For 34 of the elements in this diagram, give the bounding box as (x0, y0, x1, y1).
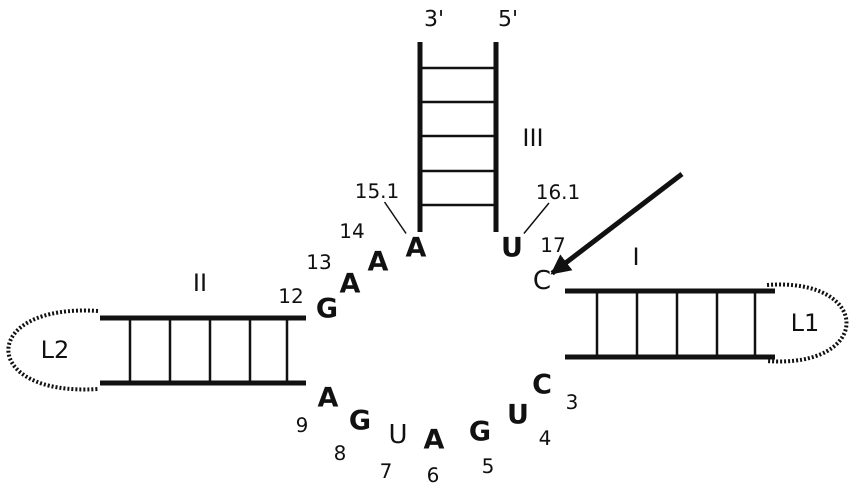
position-number: 9 (296, 415, 308, 435)
position-number: 12 (278, 286, 304, 306)
stem-label: I (632, 245, 640, 269)
nucleotide-letter: U (501, 234, 523, 262)
stem-label: II (192, 271, 208, 295)
nucleotide-letter: A (318, 384, 338, 412)
nucleotide-letter: U (388, 422, 408, 448)
cleavage-arrow (550, 172, 684, 276)
nucleotide-letter: A (340, 270, 360, 298)
position-number: 4 (538, 428, 552, 448)
nucleotide-letter: G (348, 408, 372, 434)
position-number: 17 (540, 235, 566, 255)
position-number: 5 (482, 456, 494, 476)
position-number: 15.1 (354, 181, 400, 201)
nucleotide-letter: G (468, 418, 492, 446)
strand-end-label: 5' (498, 9, 518, 31)
position-number: 3 (566, 392, 578, 412)
position-number: 16.1 (536, 182, 580, 202)
leader-line (523, 202, 550, 234)
nucleotide-letter: A (406, 234, 426, 262)
leader-line (384, 202, 407, 234)
position-number: 6 (426, 465, 440, 485)
nucleotide-letter: G (316, 296, 338, 322)
nucleotide-letter: A (368, 248, 388, 276)
position-number: 8 (334, 443, 346, 463)
stem-label: III (522, 126, 544, 150)
position-number: 13 (306, 252, 332, 272)
position-number: 14 (339, 221, 365, 241)
nucleotide-letter: A (424, 426, 444, 454)
nucleotide-letter: U (507, 402, 529, 428)
nucleotide-letter: C (532, 372, 552, 398)
strand-end-label: 3' (424, 9, 444, 31)
nucleotide-letter: C (532, 268, 552, 294)
position-number: 7 (380, 461, 392, 481)
